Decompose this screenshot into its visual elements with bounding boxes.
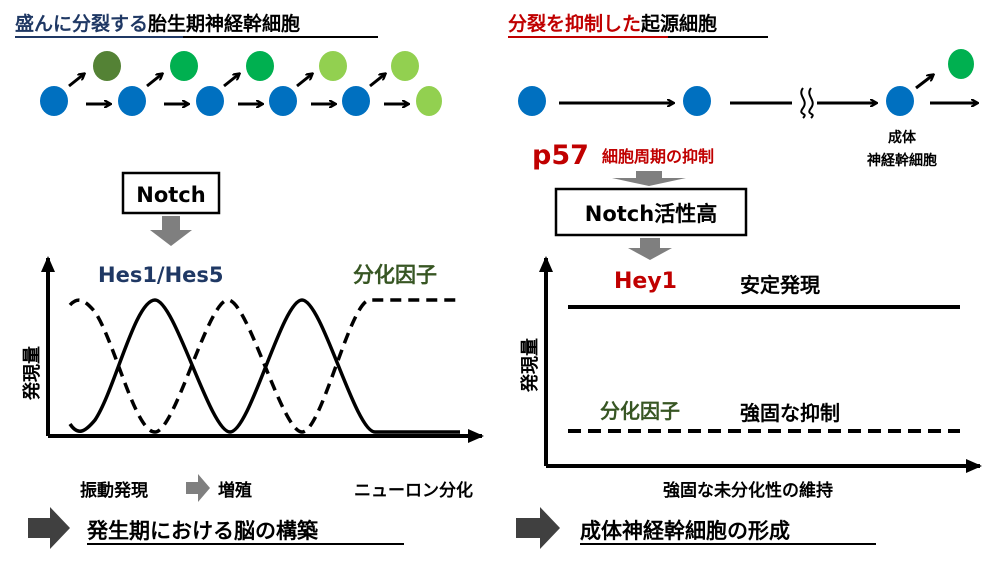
left-title-rest: 胎生期神経幹細胞 xyxy=(148,12,300,35)
left-title: 盛んに分裂する胎生期神経幹細胞 xyxy=(15,12,300,35)
suppression-label: 強固な抑制 xyxy=(740,401,840,425)
origin-cell xyxy=(683,86,711,116)
stem-cell xyxy=(118,86,146,116)
differentiated-cell xyxy=(391,51,419,81)
origin-cell xyxy=(518,86,546,116)
differentiated-cell xyxy=(416,86,442,116)
right-title-rest: 起源細胞 xyxy=(640,12,717,35)
right-conclusion: 成体神経幹細胞の形成 xyxy=(580,519,790,543)
adult-cell-label-2: 神経幹細胞 xyxy=(867,152,937,169)
arrow-diagonal-icon xyxy=(68,74,84,88)
arrow-diagonal-icon xyxy=(296,74,312,88)
differentiated-cell xyxy=(246,51,274,81)
arrow-diagonal-icon xyxy=(146,74,162,88)
y-axis-label: 発現量 xyxy=(519,338,541,393)
notch-high-label: Notch活性高 xyxy=(585,202,717,226)
hey1-label: Hey1 xyxy=(614,269,677,294)
differentiated-cell xyxy=(170,51,198,81)
notch-high-box xyxy=(554,187,748,237)
dark-right-arrow-icon xyxy=(28,507,70,549)
adult-stem-cell xyxy=(886,86,914,116)
hes-expression-curve xyxy=(68,298,460,434)
differentiation-label: ニューロン分化 xyxy=(354,480,473,501)
x-axis-label: 強固な未分化性の維持 xyxy=(663,480,833,501)
stem-cell xyxy=(196,86,224,116)
oscillation-label: 振動発現 xyxy=(80,480,148,501)
differentiated-cell xyxy=(93,51,121,81)
gray-down-arrow-icon xyxy=(628,238,672,260)
arrow-diagonal-icon xyxy=(915,75,933,90)
left-title-highlight: 盛んに分裂する xyxy=(15,12,148,35)
arrow-diagonal-icon xyxy=(223,74,239,88)
hes-label: Hes1/Hes5 xyxy=(98,263,224,287)
stem-cell xyxy=(342,86,370,116)
notch-box xyxy=(121,171,221,215)
right-title-highlight: 分裂を抑制した xyxy=(508,12,641,35)
differentiated-cell xyxy=(319,51,347,81)
right-cell-lineage xyxy=(518,49,977,119)
time-break-icon xyxy=(800,87,814,119)
y-axis-label: 発現量 xyxy=(21,346,43,401)
left-conclusion: 発生期における脳の構築 xyxy=(86,519,319,543)
p57-label: p57 xyxy=(532,140,589,171)
arrow-diagonal-icon xyxy=(369,74,385,88)
left-cell-lineage xyxy=(40,51,442,116)
adult-cell-label-1: 成体 xyxy=(888,129,917,146)
differentiated-cell xyxy=(948,49,974,79)
dark-right-arrow-icon xyxy=(516,507,560,549)
gray-down-arrow-icon xyxy=(612,171,686,186)
gray-down-arrow-icon xyxy=(150,216,192,246)
notch-label: Notch xyxy=(136,183,205,207)
gray-right-arrow-icon xyxy=(186,474,210,502)
factor-label: 分化因子 xyxy=(353,263,437,287)
stable-expression-label: 安定発現 xyxy=(740,273,820,297)
proliferation-label: 増殖 xyxy=(218,480,252,501)
right-title: 分裂を抑制した起源細胞 xyxy=(508,12,717,35)
factor-expression-curve xyxy=(68,298,460,434)
stem-cell xyxy=(269,86,297,116)
factor-label: 分化因子 xyxy=(600,399,680,423)
p57-description: 細胞周期の抑制 xyxy=(602,147,714,166)
stem-cell xyxy=(40,86,68,116)
